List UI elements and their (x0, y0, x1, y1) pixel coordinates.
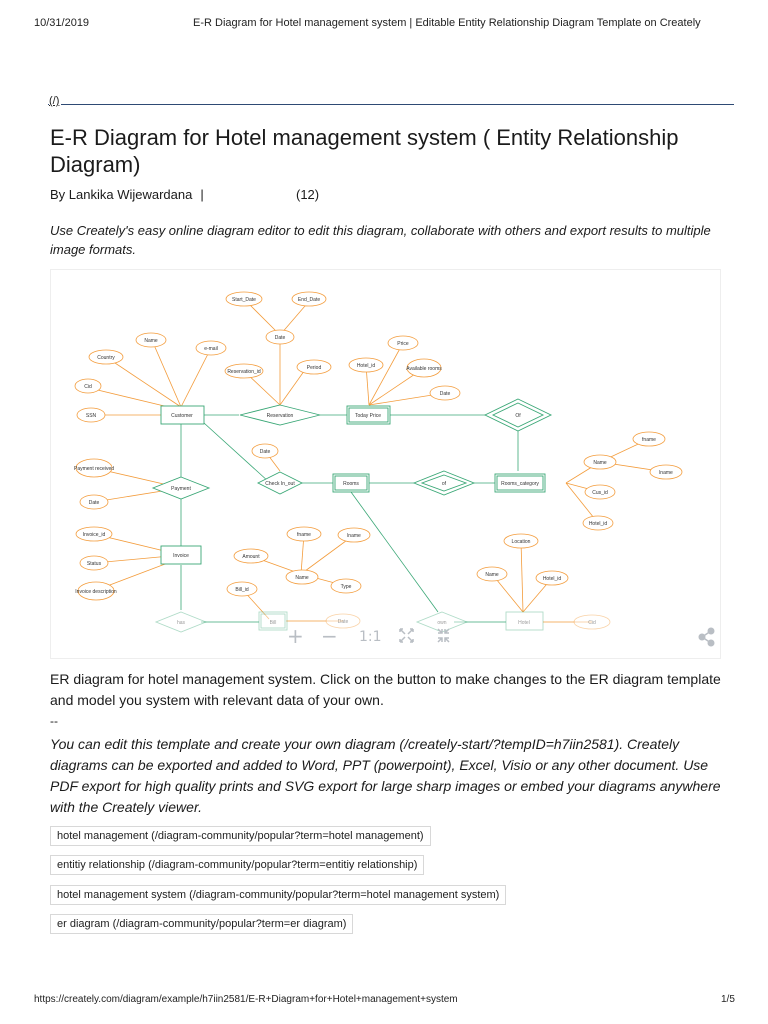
entity-shapes (151, 398, 553, 633)
attr-bill-id: Bill_id (235, 587, 249, 593)
entity-customer: Customer (171, 413, 193, 419)
attr-status: Status (87, 561, 102, 567)
viewer-controls (399, 627, 715, 647)
attr-lname: lname (347, 533, 361, 539)
relationship-links (180, 414, 519, 623)
header-divider (48, 104, 734, 105)
attr-date: Date (338, 619, 349, 625)
attr-location: Location (512, 539, 531, 545)
diagram-viewer[interactable]: Start_Date End_Date Date Name e-mail Cou… (50, 269, 721, 659)
home-link[interactable]: (/) (49, 95, 62, 107)
attribute-labels: Start_Date End_Date Date Name e-mail Cou… (74, 297, 673, 626)
print-page-number: 1/5 (721, 994, 735, 1005)
byline: By Lankika Wijewardana | (12) (50, 187, 319, 202)
attr-invoice-description: Invoice description (75, 589, 117, 595)
er-diagram: Start_Date End_Date Date Name e-mail Cou… (74, 291, 715, 647)
actual-size-button[interactable]: 1:1 (359, 629, 382, 645)
page-title: E-R Diagram for Hotel management system … (50, 125, 679, 177)
tag-link[interactable]: hotel management system (/diagram-commun… (50, 885, 507, 905)
rel-reservation: Reservation (267, 413, 294, 419)
print-title: E-R Diagram for Hotel management system … (193, 17, 701, 29)
attr-hotel-id: Hotel_id (589, 521, 608, 527)
zoom-out-button[interactable]: − (321, 624, 338, 648)
author-link[interactable]: By Lankika Wijewardana (50, 187, 193, 202)
rel-has: has (177, 620, 186, 626)
zoom-in-button[interactable]: + (287, 624, 304, 648)
share-icon[interactable] (698, 627, 715, 647)
entity-rooms-category: Rooms_category (501, 481, 539, 487)
attr-date: Date (260, 449, 271, 455)
attr-date: Date (89, 500, 100, 506)
attribute-ovals (74, 291, 683, 630)
attr-cid: Cid (84, 384, 92, 390)
attr-amount: Amount (242, 554, 260, 560)
attr-name: Name (593, 460, 607, 466)
attr-lname: lname (659, 470, 673, 476)
rating-count: (12) (296, 187, 320, 202)
attr-end-date: End_Date (298, 297, 320, 303)
fullscreen-icon[interactable] (437, 628, 450, 643)
entity-hotel: Hotel (518, 620, 530, 626)
fit-screen-icon[interactable] (399, 628, 414, 643)
rel-payment: Payment (171, 486, 191, 492)
rel-own: own (437, 620, 446, 626)
attr-cus-id: Cus_id (592, 490, 608, 496)
attr-reservation-id: Reservation_id (227, 369, 261, 375)
attr-cid: Cid (588, 620, 596, 626)
entity-labels: Customer Reservation Today Price Of Paym… (171, 413, 539, 626)
rel-of: Of (515, 413, 521, 419)
attr-name: Name (295, 575, 309, 581)
attr-ssn: SSN (86, 413, 97, 419)
entity-today-price: Today Price (355, 413, 381, 419)
attr-fname: fname (297, 532, 311, 538)
edit-note: You can edit this template and create yo… (50, 736, 721, 815)
byline-separator: | (200, 187, 204, 202)
attr-name: Name (485, 572, 499, 578)
attr-start-date: Start_Date (232, 297, 256, 303)
attr-payment-received: Payment received (74, 466, 114, 472)
attr-period: Period (307, 365, 322, 371)
intro-text: Use Creately's easy online diagram edito… (50, 223, 711, 257)
attr-hotel-id: Hotel_id (543, 576, 562, 582)
print-url: https://creately.com/diagram/example/h7i… (34, 994, 458, 1005)
rel-check-in-out: Check In_out (265, 481, 295, 487)
attr-price: Price (397, 341, 409, 347)
attr-date: Date (440, 391, 451, 397)
attr-email: e-mail (204, 346, 218, 352)
entity-rooms: Rooms (343, 481, 359, 487)
separator-text: -- (50, 714, 58, 728)
diagram-description: ER diagram for hotel management system. … (50, 671, 721, 708)
attr-name: Name (144, 338, 158, 344)
attr-date: Date (275, 335, 286, 341)
attr-type: Type (341, 584, 352, 590)
entity-invoice: Invoice (173, 553, 189, 559)
attr-invoice-id: Invoice_id (83, 532, 106, 538)
attr-fname: fname (642, 437, 656, 443)
attribute-links (80, 298, 667, 623)
tag-link[interactable]: entitiy relationship (/diagram-community… (50, 855, 425, 875)
attr-available-rooms: Available rooms (406, 366, 442, 372)
entity-bill: Bill (270, 620, 277, 626)
rel-of: of (442, 481, 447, 487)
attr-hotel-id: Hotel_id (357, 363, 376, 369)
attr-country: Country (97, 355, 115, 361)
print-date: 10/31/2019 (34, 17, 90, 29)
tag-link[interactable]: er diagram (/diagram-community/popular?t… (50, 914, 354, 934)
tag-link[interactable]: hotel management (/diagram-community/pop… (50, 826, 431, 846)
